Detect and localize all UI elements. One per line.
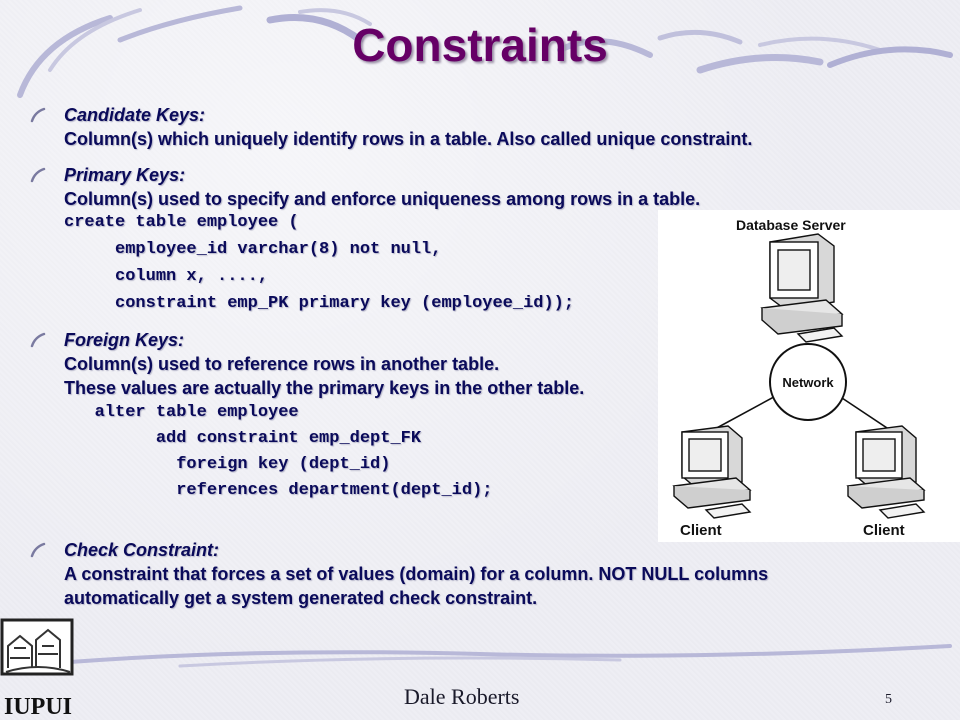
bullet-swoosh-icon xyxy=(30,107,46,123)
check-constraint-text: A constraint that forces a set of values… xyxy=(64,564,769,584)
candidate-keys-text: Column(s) which uniquely identify rows i… xyxy=(64,129,753,149)
logo-text: IUPUI xyxy=(4,694,72,720)
bullet-swoosh-icon xyxy=(30,332,46,348)
foreign-keys-code-line: add constraint emp_dept_FK xyxy=(64,429,422,448)
foreign-keys-code-line: foreign key (dept_id) xyxy=(64,455,391,474)
network-label: Network xyxy=(782,375,834,390)
foreign-keys-text: Column(s) used to reference rows in anot… xyxy=(64,354,500,374)
foreign-keys-code-line: references department(dept_id); xyxy=(64,481,493,500)
bullet-swoosh-icon xyxy=(30,542,46,558)
footer-swoosh-decoration xyxy=(68,644,952,668)
primary-keys-code-line: employee_id varchar(8) not null, xyxy=(64,240,442,259)
client-left-label: Client xyxy=(680,522,722,539)
slide-title: Constraints xyxy=(352,19,608,71)
bullet-primary-keys: Primary Keys: Column(s) used to specify … xyxy=(30,163,930,318)
network-diagram-svg: Database Server Network xyxy=(672,217,926,539)
foreign-keys-text: These values are actually the primary ke… xyxy=(64,378,585,398)
foreign-keys-heading: Foreign Keys: xyxy=(64,330,185,350)
slide-page-number: 5 xyxy=(885,692,892,707)
database-network-diagram: Database Server Network xyxy=(658,210,960,542)
header-swoosh-decoration xyxy=(17,5,953,98)
primary-keys-text: Column(s) used to specify and enforce un… xyxy=(64,189,701,209)
primary-keys-code-line: constraint emp_PK primary key (employee_… xyxy=(64,294,575,313)
iupui-logo: IUPUI xyxy=(0,618,74,720)
bullet-check-constraint: Check Constraint: A constraint that forc… xyxy=(30,538,930,610)
check-constraint-heading: Check Constraint: xyxy=(64,540,220,560)
check-constraint-text: automatically get a system generated che… xyxy=(64,588,538,608)
primary-keys-heading: Primary Keys: xyxy=(64,165,186,185)
candidate-keys-heading: Candidate Keys: xyxy=(64,105,206,125)
slide-content: Candidate Keys: Column(s) which uniquely… xyxy=(30,103,930,610)
client-computer-right-icon xyxy=(846,425,926,519)
server-label: Database Server xyxy=(736,217,846,233)
footer-author: Dale Roberts xyxy=(404,684,520,709)
server-computer-icon xyxy=(760,233,844,343)
client-right-label: Client xyxy=(863,522,905,539)
bullet-foreign-keys: Foreign Keys: Column(s) used to referenc… xyxy=(30,328,930,504)
network-node-icon: Network xyxy=(769,343,847,421)
client-computer-left-icon xyxy=(672,425,752,519)
bullet-swoosh-icon xyxy=(30,167,46,183)
foreign-keys-code-line: alter table employee xyxy=(64,403,299,422)
primary-keys-code-line: column x, ...., xyxy=(64,267,269,286)
primary-keys-code-line: create table employee ( xyxy=(64,213,299,232)
bullet-candidate-keys: Candidate Keys: Column(s) which uniquely… xyxy=(30,103,930,151)
